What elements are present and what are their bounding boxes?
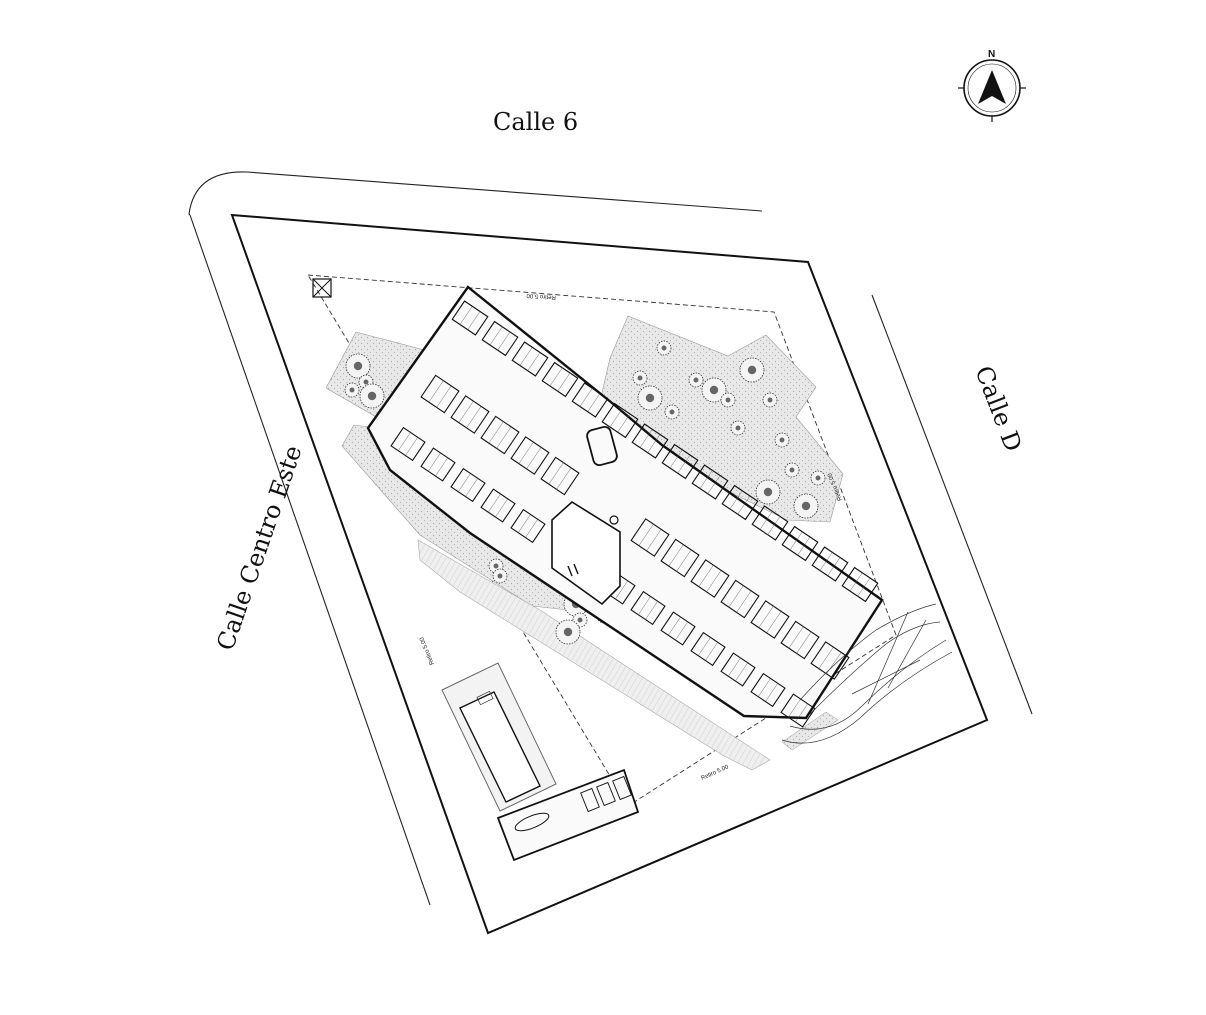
tree	[730, 420, 746, 436]
unit-room	[480, 488, 516, 523]
setback-label-top: Retiro 5.00	[526, 292, 556, 300]
street-label-east: Calle D	[969, 362, 1027, 455]
service-marker	[312, 278, 332, 298]
pool-area	[441, 662, 557, 812]
tree	[555, 619, 581, 645]
unit-room	[631, 423, 669, 459]
unit-room	[540, 456, 580, 496]
apartment-units	[390, 300, 879, 728]
tree	[344, 382, 360, 398]
southeast-strip	[781, 711, 839, 751]
amenity-room	[596, 781, 616, 807]
building-outline	[366, 285, 884, 720]
tree	[720, 392, 736, 408]
unit-room	[450, 395, 490, 434]
unit-room	[661, 443, 699, 480]
tree	[810, 470, 826, 486]
amenity-table	[514, 812, 550, 832]
tree	[688, 372, 704, 388]
unit-room	[780, 693, 816, 728]
tree	[664, 404, 680, 420]
unit-room	[720, 652, 756, 687]
unit-room	[810, 641, 850, 680]
street-edges	[188, 171, 1033, 906]
unit-room	[630, 590, 666, 626]
unit-room	[750, 600, 790, 639]
tree	[359, 383, 385, 409]
amenity-room	[580, 787, 600, 813]
north-arrow-icon	[978, 70, 1006, 104]
unit-room	[721, 484, 759, 521]
calle-d-curb	[871, 294, 1033, 715]
unit-room	[451, 300, 489, 336]
amenity-building	[496, 768, 640, 862]
unit-room	[390, 426, 426, 462]
tree	[755, 479, 781, 505]
unit-room	[660, 538, 700, 578]
pool-equipment	[476, 690, 494, 706]
apartment-building	[366, 285, 884, 728]
unit-room	[601, 402, 639, 439]
unit-room	[780, 620, 820, 660]
tree	[774, 432, 790, 448]
driveway	[781, 603, 953, 744]
tree	[632, 370, 648, 386]
tree	[793, 493, 819, 519]
street-label-north: Calle 6	[493, 108, 578, 136]
property-boundary	[230, 213, 989, 935]
unit-room	[511, 341, 549, 377]
unit-room	[660, 611, 696, 646]
unit-room	[510, 508, 546, 544]
unit-room	[750, 672, 786, 708]
unit-room	[571, 382, 609, 418]
tree	[762, 392, 778, 408]
tree	[784, 462, 800, 478]
unit-room	[811, 546, 849, 582]
tree	[656, 340, 672, 356]
unit-room	[420, 447, 456, 482]
tree	[701, 377, 727, 403]
tree	[637, 385, 663, 411]
entrance-marker-2	[567, 565, 573, 577]
setback-label-left: Retiro 5.00	[419, 635, 436, 665]
unit-room	[690, 559, 730, 598]
calle-6-curb	[188, 171, 763, 906]
amenity-outline	[496, 768, 640, 862]
setback-label-bottom: Retiro 5.00	[700, 764, 730, 782]
compass-north-label: N	[988, 49, 995, 60]
entrance-marker-1	[573, 563, 579, 575]
tree	[739, 357, 765, 383]
unit-room	[630, 518, 670, 557]
north-compass: N	[958, 49, 1026, 122]
unit-room	[480, 415, 520, 455]
unit-room	[691, 464, 729, 500]
tree	[345, 353, 371, 379]
unit-room	[720, 579, 760, 619]
stair-core	[586, 425, 618, 467]
unit-room	[751, 505, 789, 541]
tree	[492, 568, 508, 584]
unit-room	[841, 566, 879, 603]
pool	[459, 691, 541, 803]
street-label-west: Calle Centro Este	[211, 442, 307, 654]
unit-room	[510, 436, 550, 475]
unit-room	[450, 467, 486, 503]
unit-room	[420, 374, 460, 414]
amenity-room	[612, 775, 632, 801]
courtyard-planter	[609, 515, 619, 525]
central-courtyard	[551, 501, 621, 606]
unit-room	[481, 320, 519, 357]
trees	[344, 340, 826, 645]
unit-room	[781, 525, 819, 562]
unit-room	[690, 631, 726, 667]
unit-room	[541, 361, 579, 398]
